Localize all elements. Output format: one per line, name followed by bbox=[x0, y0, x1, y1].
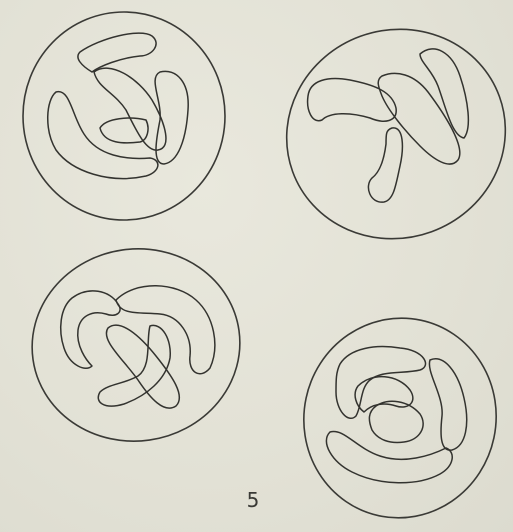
chromosome bbox=[106, 325, 179, 408]
cell-bottom-right bbox=[285, 300, 513, 532]
chromosome bbox=[369, 401, 423, 442]
cell-top-left bbox=[23, 12, 225, 220]
cell-membrane bbox=[285, 300, 513, 532]
chromosome bbox=[368, 128, 402, 202]
chromosome bbox=[61, 291, 120, 368]
chromosome bbox=[116, 286, 215, 374]
chromosome bbox=[326, 431, 452, 482]
chromosome bbox=[429, 359, 466, 450]
cell-top-right bbox=[257, 0, 513, 269]
chromosome bbox=[100, 118, 148, 143]
chromosome bbox=[420, 49, 468, 138]
chromosome bbox=[308, 79, 397, 122]
chromosome bbox=[98, 325, 170, 406]
chromosome bbox=[355, 377, 413, 412]
cell-membrane bbox=[257, 0, 513, 269]
chromosome bbox=[378, 73, 460, 164]
cell-bottom-left bbox=[20, 235, 253, 454]
figure-number: 5 bbox=[238, 488, 268, 512]
chromosome bbox=[78, 33, 156, 72]
cell-membrane bbox=[20, 235, 253, 454]
cell-membrane bbox=[23, 12, 225, 220]
